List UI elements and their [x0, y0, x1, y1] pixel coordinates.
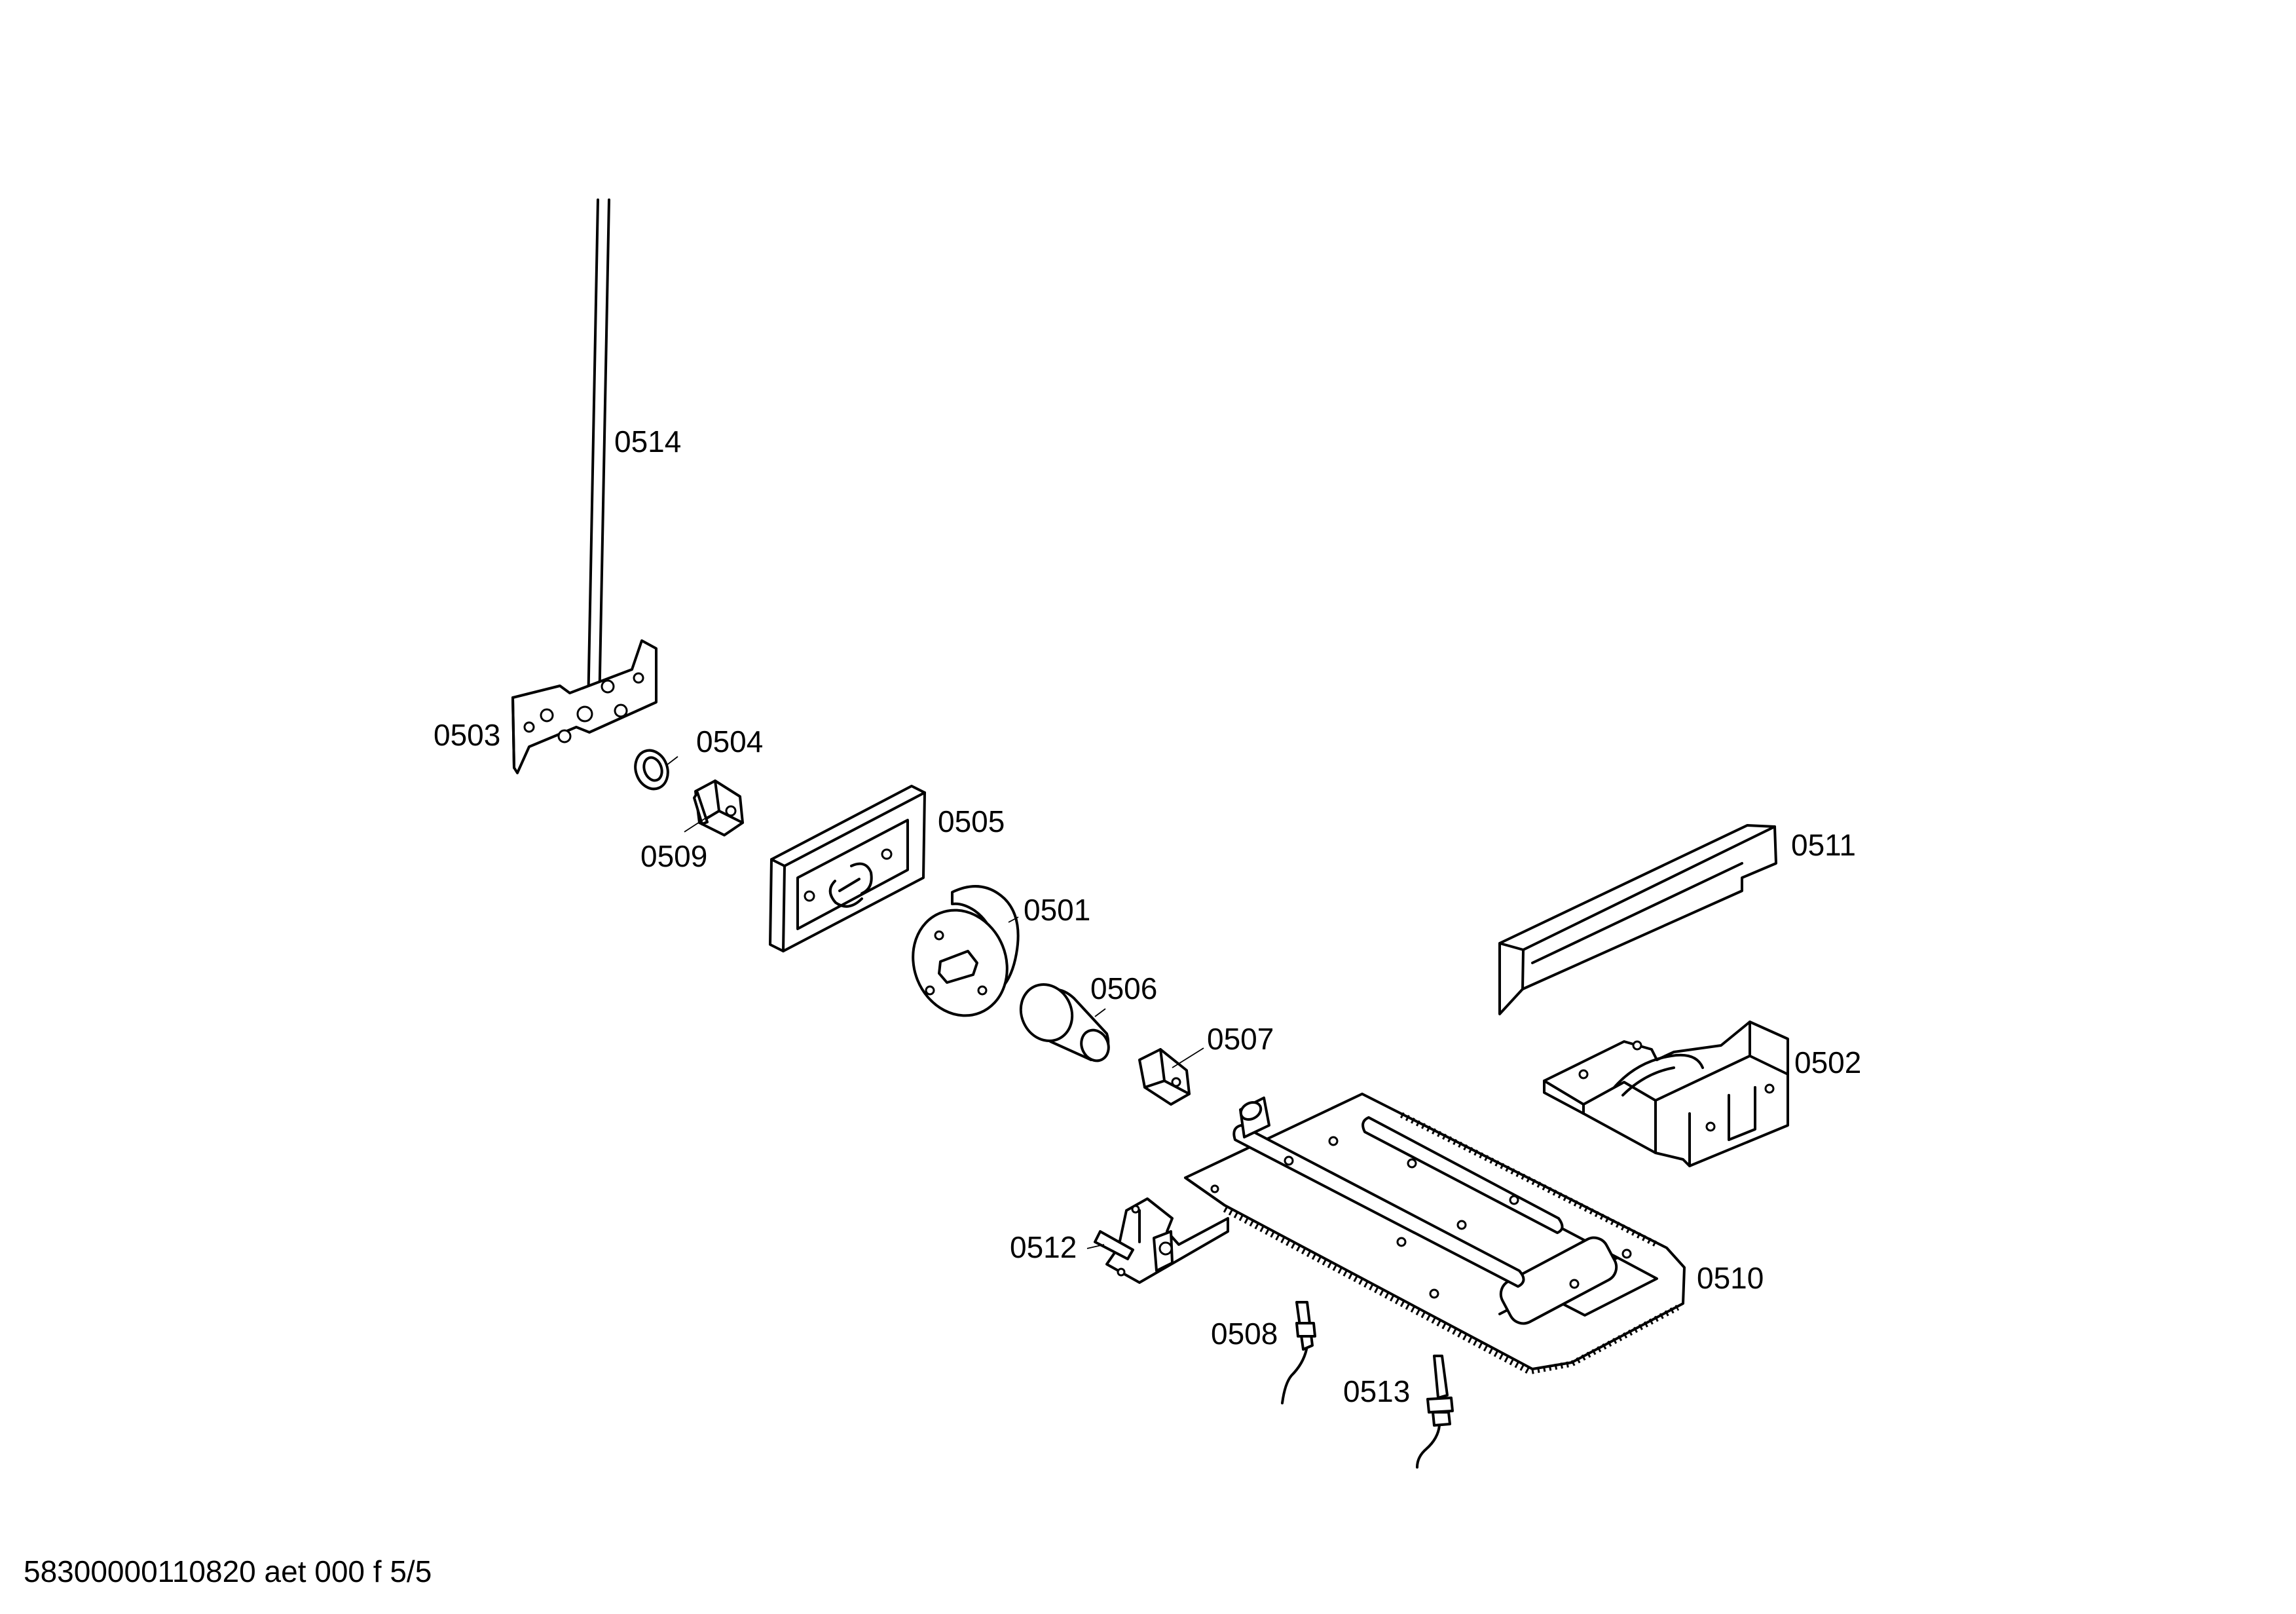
label-0503: 0503 — [434, 718, 500, 752]
leader-0504 — [666, 756, 678, 766]
part-0506-sleeve — [1019, 983, 1110, 1062]
part-0511-channel — [1498, 824, 1777, 1015]
label-0508: 0508 — [1211, 1317, 1278, 1351]
label-0504: 0504 — [696, 724, 763, 759]
part-0502-support-bracket — [1543, 1021, 1789, 1167]
label-0502: 0502 — [1794, 1045, 1861, 1079]
part-0514-rod — [587, 198, 610, 713]
label-0506: 0506 — [1090, 971, 1157, 1005]
part-0509-injector — [693, 779, 744, 836]
leader-0512 — [1086, 1244, 1105, 1249]
label-0501: 0501 — [1024, 893, 1090, 927]
part-0503-bracket — [511, 639, 657, 774]
part-0510-burner — [1184, 1093, 1686, 1375]
label-0507: 0507 — [1207, 1022, 1274, 1056]
leader-0501 — [1008, 916, 1019, 923]
label-0511: 0511 — [1791, 828, 1856, 862]
label-0512: 0512 — [1010, 1230, 1077, 1264]
part-0513-electrode — [1416, 1355, 1454, 1469]
label-0509: 0509 — [640, 839, 707, 873]
drawing-number-footer: 58300000110820 aet 000 f 5/5 — [24, 1554, 432, 1588]
part-0501-cam-disc — [912, 885, 1020, 1017]
part-0508-thermocouple — [1281, 1301, 1316, 1404]
leader-0509 — [684, 816, 709, 833]
label-0514: 0514 — [614, 424, 681, 459]
label-0505: 0505 — [938, 804, 1005, 838]
part-0507-injector — [1138, 1048, 1191, 1106]
part-0512-small-bracket — [1094, 1197, 1229, 1284]
label-0513: 0513 — [1343, 1374, 1410, 1408]
leader-0507 — [1172, 1047, 1204, 1068]
label-0510: 0510 — [1697, 1261, 1764, 1295]
part-0504-nut — [634, 749, 669, 791]
part-0505-gasket-frame — [769, 785, 926, 952]
leader-0506 — [1094, 1008, 1106, 1017]
